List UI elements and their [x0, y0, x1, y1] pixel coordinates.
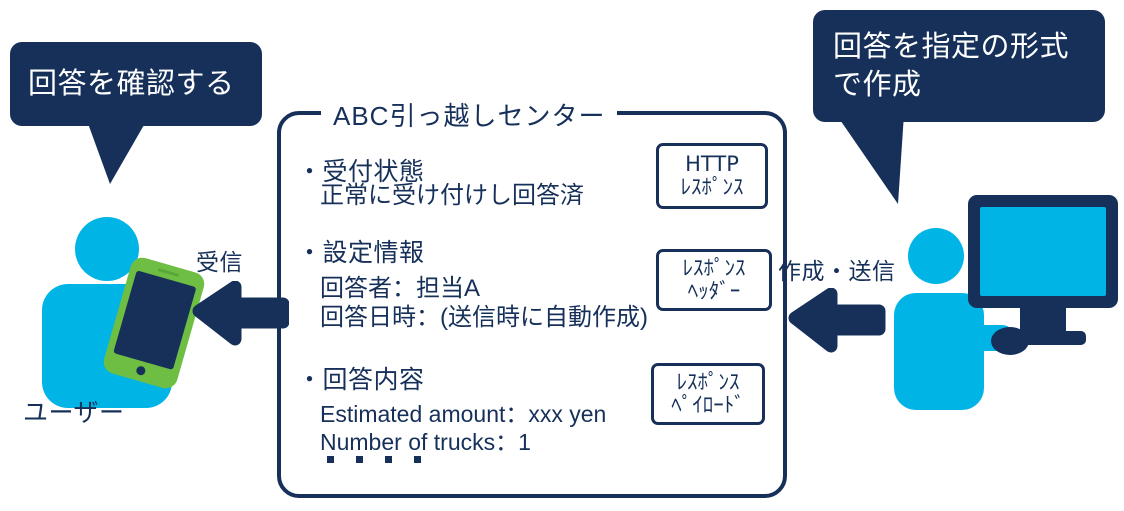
user-label: ユーザー: [23, 399, 125, 427]
badge-response-header: ﾚｽﾎﾟﾝｽ ﾍｯﾀﾞｰ: [656, 249, 772, 311]
continuation-dot: [356, 456, 363, 463]
section-body-settings: 回答者：担当A 回答日時：(送信時に自動作成): [320, 275, 648, 331]
section-heading-settings: ・設定情報: [297, 239, 425, 267]
speech-bubble-user-tail: [86, 118, 148, 184]
section-body-status: 正常に受け付けし回答済: [320, 182, 584, 209]
section-body-content: Estimated amount：xxx yen Number of truck…: [320, 401, 607, 456]
continuation-dot: [327, 456, 334, 463]
smartphone-speaker: [157, 268, 180, 278]
arrow-label-receive: 受信: [196, 249, 243, 275]
badge-response-payload: ﾚｽﾎﾟﾝｽ ﾍﾟｲﾛｰﾄﾞ: [651, 363, 765, 425]
speech-bubble-operator-text: 回答を指定の形式 で作成: [833, 30, 1070, 101]
speech-bubble-user: 回答を確認する: [10, 42, 262, 126]
badge-http-response: HTTP ﾚｽﾎﾟﾝｽ: [656, 143, 768, 209]
operator-avatar-body: [894, 293, 984, 410]
arrow-send: [788, 288, 886, 353]
continuation-dot: [414, 456, 421, 463]
monitor-icon: [968, 195, 1118, 308]
speech-bubble-operator-tail: [836, 114, 904, 204]
response-card-title: ABC引っ越しセンター: [321, 96, 618, 133]
operator-avatar-head: [908, 228, 964, 284]
mouse-icon: [991, 327, 1029, 355]
speech-bubble-user-text: 回答を確認する: [28, 67, 235, 100]
continuation-dots: [327, 456, 421, 463]
section-heading-content: ・回答内容: [297, 366, 425, 394]
arrow-receive: [192, 281, 289, 346]
smartphone-home-button: [134, 365, 146, 377]
speech-bubble-operator: 回答を指定の形式 で作成: [813, 10, 1105, 122]
continuation-dot: [385, 456, 392, 463]
arrow-label-send: 作成・送信: [778, 258, 896, 284]
section-heading-status: ・受付状態: [297, 158, 425, 186]
monitor-screen: [980, 207, 1106, 296]
